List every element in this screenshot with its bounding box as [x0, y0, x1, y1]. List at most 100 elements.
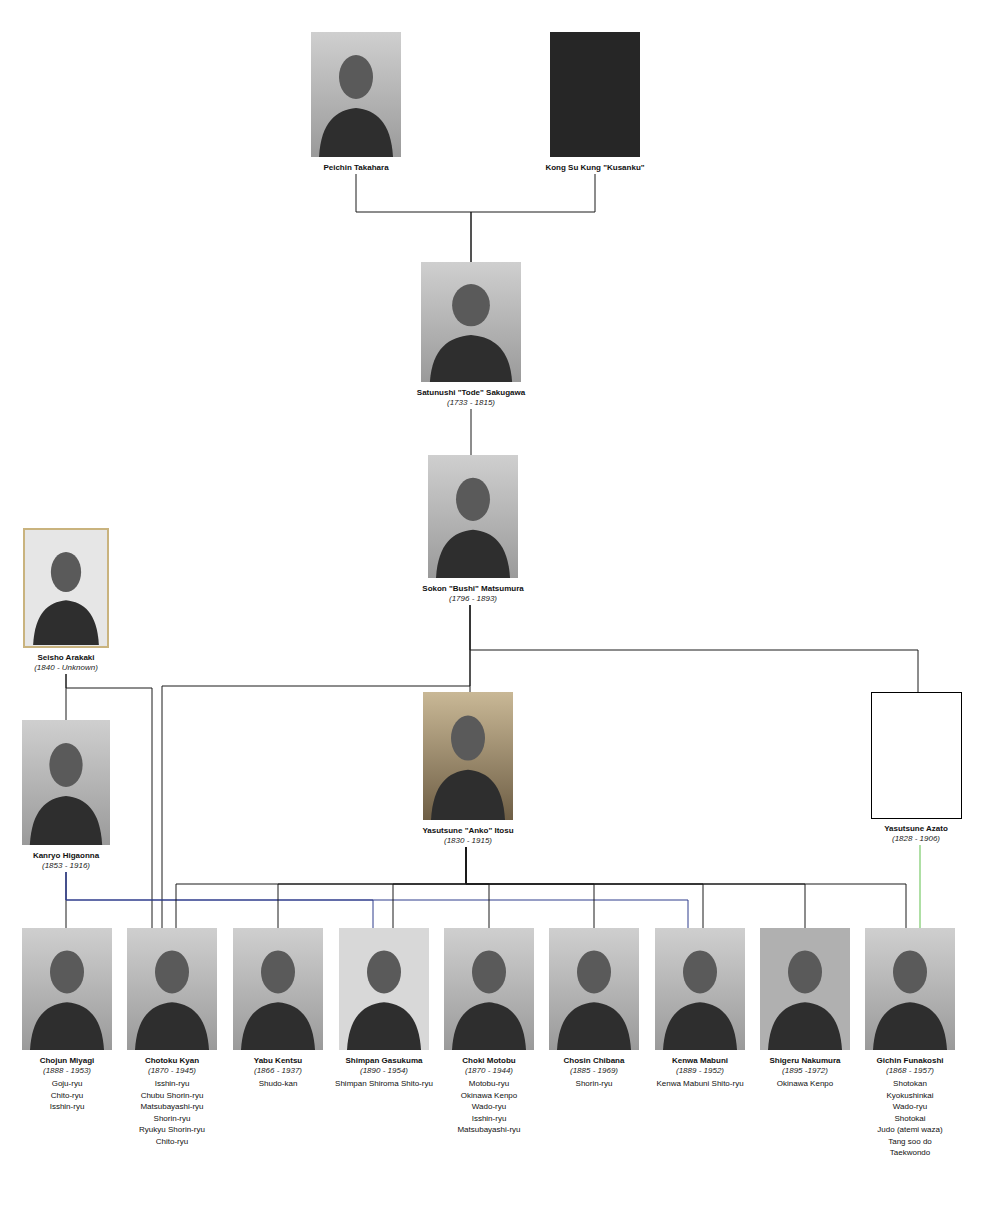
lineage-line [466, 847, 805, 928]
lineage-line [278, 847, 466, 928]
style-name: Isshin-ryu [119, 1078, 225, 1090]
portrait-photo [865, 928, 955, 1050]
life-dates: (1840 - Unknown) [6, 663, 126, 673]
person-name: Kenwa Mabuni [647, 1056, 753, 1066]
lineage-line [466, 847, 906, 928]
style-name: Shimpan Shiroma Shito-ryu [331, 1078, 437, 1090]
portrait-photo [311, 32, 401, 157]
person-node: Chosin Chibana(1885 - 1969) Shorin-ryu [541, 928, 647, 1090]
style-name: Wado-ryu [436, 1101, 542, 1113]
style-name: Okinawa Kenpo [752, 1078, 858, 1090]
lineage-line [176, 847, 466, 928]
style-name: Shorin-ryu [119, 1113, 225, 1125]
person-name: Chosin Chibana [541, 1056, 647, 1066]
person-name: Sokon "Bushi" Matsumura [388, 584, 558, 594]
portrait-photo [127, 928, 217, 1050]
portrait-photo [655, 928, 745, 1050]
lineage-line [162, 605, 470, 928]
person-name: Yabu Kentsu [225, 1056, 331, 1066]
person-node: Yasutsune Azato(1828 - 1906) [861, 692, 971, 844]
style-name: Kyokushinkai [857, 1090, 963, 1102]
portrait-photo [22, 928, 112, 1050]
portrait-photo [22, 720, 110, 845]
style-name: Shotokai [857, 1113, 963, 1125]
lineage-line [470, 605, 918, 692]
portrait-photo [233, 928, 323, 1050]
style-name: Taekwondo [857, 1147, 963, 1159]
portrait-photo [24, 529, 108, 647]
portrait-photo [760, 928, 850, 1050]
portrait-photo [549, 928, 639, 1050]
person-name: Peichin Takahara [281, 163, 431, 173]
life-dates: (1885 - 1969) [541, 1066, 647, 1076]
life-dates: (1870 - 1944) [436, 1066, 542, 1076]
style-name: Shorin-ryu [541, 1078, 647, 1090]
person-node: Shimpan Gasukuma(1890 - 1954)Shimpan Shi… [331, 928, 437, 1090]
person-name: Kanryo Higaonna [6, 851, 126, 861]
style-name: Chito-ryu [119, 1136, 225, 1148]
life-dates: (1866 - 1937) [225, 1066, 331, 1076]
person-name: Seisho Arakaki [6, 653, 126, 663]
style-name: Matsubayashi-ryu [119, 1101, 225, 1113]
life-dates: (1853 - 1916) [6, 861, 126, 871]
person-name: Chojun Miyagi [14, 1056, 120, 1066]
lineage-line [466, 847, 594, 928]
person-name: Choki Motobu [436, 1056, 542, 1066]
portrait-photo [428, 455, 518, 578]
lineage-line [466, 847, 489, 928]
person-node: Chotoku Kyan(1870 - 1945) Isshin-ryuChubu… [119, 928, 225, 1147]
life-dates: (1889 - 1952) [647, 1066, 753, 1076]
person-node: Kanryo Higaonna(1853 - 1916) [6, 720, 126, 871]
style-name: Matsubayashi-ryu [436, 1124, 542, 1136]
style-name: Chubu Shorin-ryu [119, 1090, 225, 1102]
lineage-line [66, 872, 688, 928]
person-name: Satunushi "Tode" Sakugawa [386, 388, 556, 398]
person-node: Kenwa Mabuni(1889 - 1952) Kenwa Mabuni Sh… [647, 928, 753, 1090]
lineage-line [471, 174, 595, 262]
lineage-line [393, 847, 466, 928]
style-name: Judo (atemi waza) [857, 1124, 963, 1136]
style-name: Shudo-kan [225, 1078, 331, 1090]
life-dates: (1868 - 1957) [857, 1066, 963, 1076]
life-dates: (1796 - 1893) [388, 594, 558, 604]
person-name: Yasutsune "Anko" Itosu [383, 826, 553, 836]
person-node: Satunushi "Tode" Sakugawa(1733 - 1815) [386, 262, 556, 408]
person-name: Yasutsune Azato [861, 824, 971, 834]
portrait-photo [872, 693, 962, 819]
person-node: Seisho Arakaki(1840 - Unknown) [6, 529, 126, 673]
lineage-line [920, 845, 921, 928]
style-name: Okinawa Kenpo [436, 1090, 542, 1102]
life-dates: (1895 -1972) [752, 1066, 858, 1076]
style-name: Kenwa Mabuni Shito-ryu [647, 1078, 753, 1090]
person-node: Gichin Funakoshi(1868 - 1957) ShotokanKyo… [857, 928, 963, 1159]
person-node: Sokon "Bushi" Matsumura(1796 - 1893) [388, 455, 558, 604]
life-dates: (1733 - 1815) [386, 398, 556, 408]
style-name: Isshin-ryu [436, 1113, 542, 1125]
person-name: Kong Su Kung "Kusanku" [520, 163, 670, 173]
style-name: Goju-ryu [14, 1078, 120, 1090]
person-name: Shigeru Nakumura [752, 1056, 858, 1066]
lineage-line [471, 409, 472, 455]
life-dates: (1870 - 1945) [119, 1066, 225, 1076]
style-name: Shotokan [857, 1078, 963, 1090]
portrait-photo [550, 32, 640, 157]
style-name: Wado-ryu [857, 1101, 963, 1113]
person-node: Peichin Takahara [281, 32, 431, 173]
style-name: Chito-ryu [14, 1090, 120, 1102]
person-name: Shimpan Gasukuma [331, 1056, 437, 1066]
person-node: Kong Su Kung "Kusanku" [520, 32, 670, 173]
person-name: Chotoku Kyan [119, 1056, 225, 1066]
portrait-photo [444, 928, 534, 1050]
life-dates: (1888 - 1953) [14, 1066, 120, 1076]
lineage-line [356, 174, 471, 262]
life-dates: (1830 - 1915) [383, 836, 553, 846]
portrait-photo [421, 262, 521, 382]
person-name: Gichin Funakoshi [857, 1056, 963, 1066]
style-name: Tang soo do [857, 1136, 963, 1148]
person-node: Chojun Miyagi(1888 - 1953) Goju-ryuChito-… [14, 928, 120, 1113]
style-name: Isshin-ryu [14, 1101, 120, 1113]
lineage-line [66, 674, 152, 928]
